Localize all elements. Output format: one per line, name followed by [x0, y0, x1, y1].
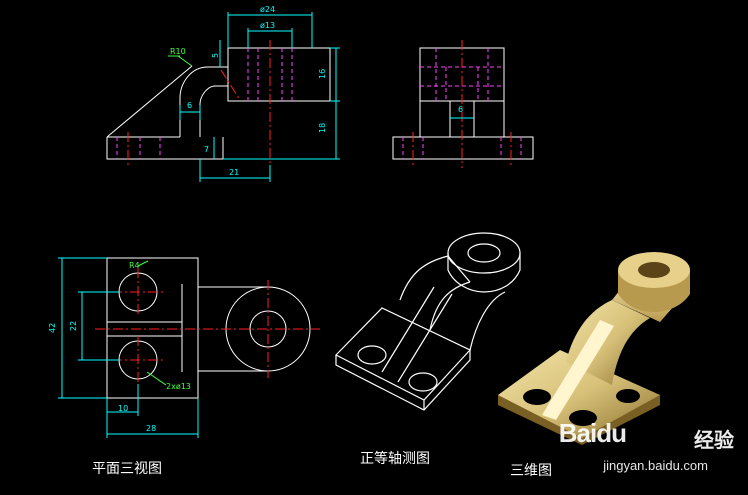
front-view-center-lines [127, 40, 271, 180]
dim-18: 18 [318, 123, 327, 133]
front-view [106, 12, 340, 182]
top-view [58, 257, 320, 438]
iso-base [335, 307, 471, 401]
model-3d [498, 252, 690, 445]
iso-hole-right [408, 372, 438, 392]
dim-6: 6 [187, 101, 192, 110]
front-view-base [106, 137, 224, 160]
iso-hole-left [357, 345, 387, 365]
caption-isometric: 正等轴测图 [360, 451, 430, 467]
iso-arm [447, 255, 506, 351]
iso-boss-side [447, 253, 521, 293]
iso-base-depth [335, 350, 471, 411]
front-view-rib [106, 65, 193, 138]
dim-21: 21 [229, 168, 239, 177]
front-view-arm-inner [199, 85, 215, 137]
iso-boss-hole [467, 243, 501, 263]
dim-5: 5 [211, 53, 220, 58]
front-view-hidden-lines [116, 48, 293, 159]
dim-42: 42 [48, 323, 57, 333]
model-hole-left [523, 389, 551, 405]
top-view-dimensions [58, 257, 199, 438]
dim-22: 22 [69, 321, 78, 331]
watermark-logo-cn: 经验 [694, 428, 734, 452]
side-view [392, 40, 534, 168]
watermark-url: jingyan.baidu.com [603, 458, 708, 473]
iso-upright [399, 255, 471, 331]
front-view-dimensions [179, 12, 340, 182]
dim-dia13: ø13 [260, 21, 275, 30]
dim-r4: R4 [129, 261, 140, 270]
dim-r10: R10 [170, 47, 186, 56]
caption-3d-model: 三维图 [510, 463, 552, 479]
model-rib [542, 320, 614, 420]
side-view-base [392, 136, 534, 160]
dim-dia24: ø24 [260, 5, 275, 14]
front-view-leaders [168, 55, 193, 67]
model-hole-back [616, 389, 640, 403]
model-base-top [498, 350, 660, 438]
model-hole-right [569, 410, 597, 426]
iso-rib [381, 286, 453, 383]
isometric-view [335, 232, 521, 411]
side-view-center-lines [412, 40, 512, 168]
top-view-center-lines [95, 268, 320, 385]
watermark-logo: Baidu [558, 418, 627, 448]
caption-three-view: 平面三视图 [92, 461, 162, 477]
front-view-dimension-text: ø24 ø13 R10 5 16 18 6 7 21 [170, 5, 327, 177]
top-view-arm [198, 286, 268, 372]
top-view-dimension-text: R4 42 22 2xø13 10 28 [48, 261, 191, 433]
iso-boss-top [447, 232, 521, 274]
model-boss-hole [638, 262, 670, 278]
side-view-boss [419, 47, 505, 102]
front-view-boss [227, 47, 331, 102]
dim-7: 7 [204, 145, 209, 154]
dim-28: 28 [146, 424, 156, 433]
dim-side-6: 6 [458, 105, 463, 114]
dim-holes: 2xø13 [166, 382, 191, 391]
dim-10: 10 [118, 404, 128, 413]
dim-16: 16 [318, 69, 327, 79]
top-view-leaders [137, 260, 167, 386]
front-view-arm [179, 66, 209, 137]
